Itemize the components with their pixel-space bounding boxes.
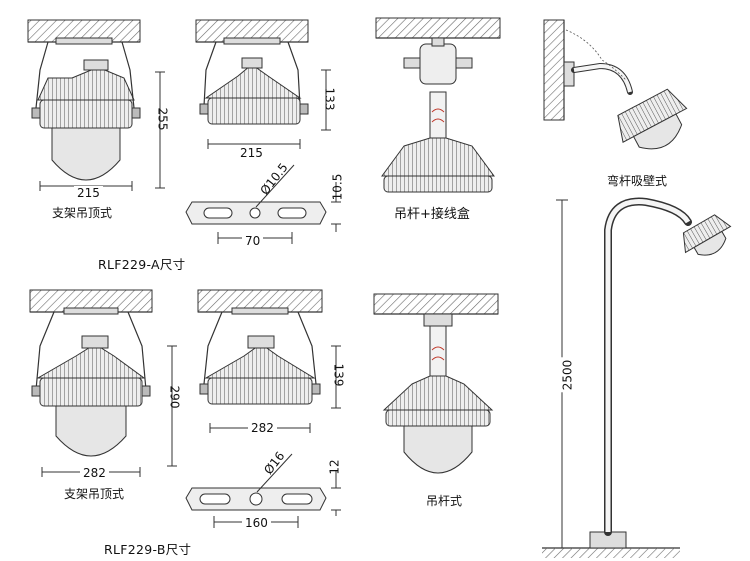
- b-ceiling-lamp: [29, 289, 177, 477]
- a-pendant-box: [375, 17, 501, 193]
- dim-a-body-height: 133: [322, 87, 337, 111]
- caption-b-pendant: 吊杆式: [426, 494, 463, 508]
- b-body-only: [197, 289, 341, 433]
- dim-b-hole-spacing: 160: [242, 516, 271, 530]
- dim-b-body-height: 139: [331, 363, 346, 387]
- junction-box: [419, 43, 457, 85]
- a2-housing: [204, 65, 302, 99]
- caption-b-model: RLF229-B尺寸: [104, 542, 192, 557]
- a-body-only: [195, 19, 331, 149]
- dim-b-bracket-h: 12: [327, 459, 342, 475]
- pendant-rod: [429, 91, 447, 139]
- caption-a-pendant-box: 吊杆+接线盒: [394, 207, 470, 222]
- dim-b-lamp-width: 282: [80, 466, 109, 480]
- caption-b-ceiling: 支架吊顶式: [64, 487, 125, 501]
- dim-a-body-width: 215: [240, 146, 263, 160]
- a-bracket-plate: [185, 164, 341, 244]
- caption-a-model: RLF229-A尺寸: [98, 257, 186, 272]
- b-bracket-plate: [185, 453, 341, 528]
- a-ceiling-lamp: [27, 19, 165, 191]
- a1-bracket: [35, 41, 135, 109]
- dim-a-bracket-h: 10.5: [330, 173, 345, 201]
- pole: [604, 197, 692, 536]
- pole-lamp: [542, 197, 732, 558]
- dim-a-hole-spacing: 70: [242, 234, 264, 248]
- dim-a-lamp-height: 255: [155, 107, 170, 131]
- a1-housing: [37, 67, 135, 101]
- a1-bracket-plate: [55, 37, 113, 45]
- caption-wall: 弯杆吸壁式: [607, 174, 668, 188]
- dim-pole-height: 2500: [560, 357, 575, 393]
- b-pendant: [373, 293, 499, 474]
- dim-b-body-width: 282: [248, 421, 277, 435]
- wall-lamp: [543, 19, 688, 150]
- caption-a-ceiling: 支架吊顶式: [52, 206, 113, 220]
- dim-b-lamp-height: 290: [167, 385, 182, 409]
- dim-a-lamp-width: 215: [74, 186, 103, 200]
- a1-glass: [51, 127, 121, 181]
